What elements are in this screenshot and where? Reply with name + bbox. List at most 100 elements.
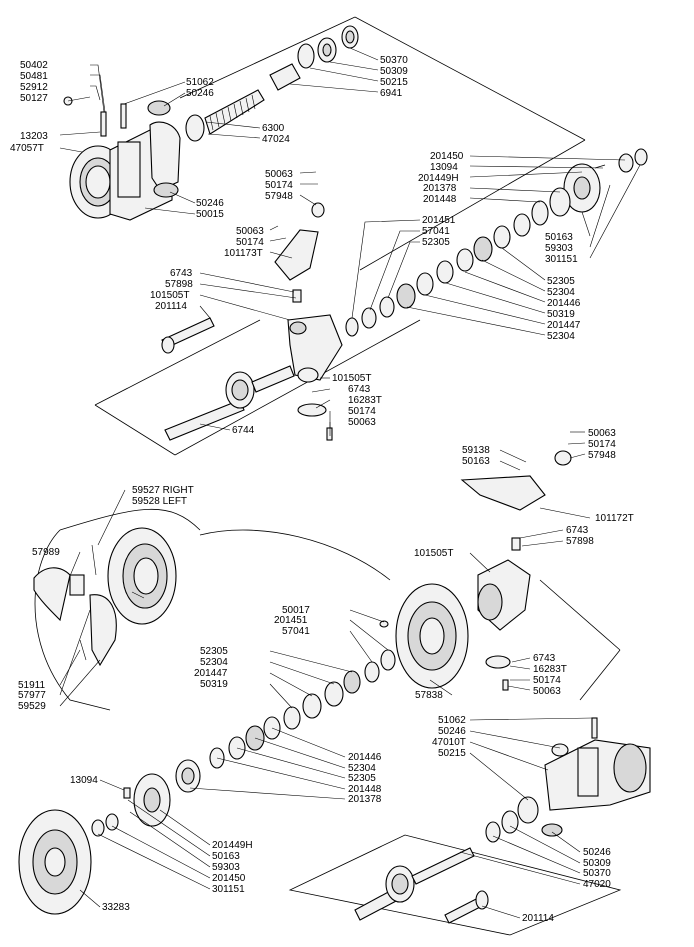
- label-201449H-mid: 201449H: [212, 840, 253, 851]
- label-50063-e: 50063: [533, 686, 561, 697]
- label-101505T-a: 101505T: [150, 290, 189, 301]
- middle-right-knuckle: [460, 450, 621, 701]
- label-57977: 57977: [18, 690, 46, 701]
- label-6743-d: 6743: [533, 653, 556, 664]
- middle-dust-shield: [379, 583, 469, 689]
- label-6941: 6941: [380, 88, 403, 99]
- top-shaft-spring: [185, 25, 359, 142]
- label-16283T-top: 16283T: [348, 395, 382, 406]
- label-201447-top: 201447: [547, 320, 581, 331]
- label-301151-top: 301151: [545, 254, 578, 265]
- part-labels: 50402 50481 52912 50127 13203 47057T 510…: [10, 55, 634, 924]
- label-101505T-b: 101505T: [332, 373, 371, 384]
- label-50319-top: 50319: [547, 309, 575, 320]
- label-50163-b: 50163: [462, 456, 490, 467]
- label-50215-top: 50215: [380, 77, 408, 88]
- top-drive-shaft: [161, 317, 295, 441]
- label-47020: 47020: [583, 879, 611, 890]
- brake-frame: [34, 508, 391, 711]
- label-16283T-mid: 16283T: [533, 664, 567, 675]
- label-201450-mid: 201450: [212, 873, 246, 884]
- label-201449H-top: 201449H: [418, 173, 459, 184]
- label-52912: 52912: [20, 82, 48, 93]
- label-101172T: 101172T: [595, 513, 634, 524]
- label-301151-mid: 301151: [212, 884, 245, 895]
- label-6743-c: 6743: [566, 525, 589, 536]
- top-axle-housing: [63, 96, 181, 221]
- label-201450-top: 201450: [430, 151, 464, 162]
- label-57898-a: 57898: [165, 279, 193, 290]
- label-59303-top: 59303: [545, 243, 573, 254]
- label-57838: 57838: [415, 690, 443, 701]
- label-50174-b: 50174: [236, 237, 264, 248]
- label-50063-a: 50063: [265, 169, 293, 180]
- brake-backing-plate: [33, 527, 177, 667]
- label-50163-top: 50163: [545, 232, 573, 243]
- label-57948-a: 57948: [265, 191, 293, 202]
- brake-drum: [18, 809, 92, 915]
- label-13094-mid: 13094: [70, 775, 98, 786]
- label-201448-top: 201448: [423, 194, 457, 205]
- label-50481: 50481: [20, 71, 48, 82]
- label-13094-top: 13094: [430, 162, 458, 173]
- label-201114-top: 201114: [155, 301, 187, 312]
- label-51911: 51911: [18, 680, 46, 691]
- label-50246-second: 50246: [196, 198, 224, 209]
- label-101173T: 101173T: [224, 248, 263, 259]
- label-201378-mid: 201378: [348, 794, 382, 805]
- top-steering-knuckle: [274, 202, 343, 441]
- label-51062-bottom: 51062: [438, 715, 466, 726]
- label-50174-c: 50174: [348, 406, 376, 417]
- label-50246-bottom-a: 50246: [438, 726, 466, 737]
- label-57989: 57989: [32, 547, 60, 558]
- label-201447-mid: 201447: [194, 668, 228, 679]
- label-50215-bottom: 50215: [438, 748, 466, 759]
- lower-hub-assembly: [91, 773, 171, 837]
- label-201378-top: 201378: [423, 183, 457, 194]
- label-52305-b: 52305: [547, 276, 575, 287]
- label-6300: 6300: [262, 123, 285, 134]
- label-47024: 47024: [262, 134, 290, 145]
- label-201114-bottom: 201114: [522, 913, 554, 924]
- label-50246-bottom-b: 50246: [583, 847, 611, 858]
- label-52304-a: 52304: [547, 287, 575, 298]
- label-52304-b: 52304: [547, 331, 575, 342]
- label-50163-c: 50163: [212, 851, 240, 862]
- label-50127: 50127: [20, 93, 48, 104]
- label-201446-top: 201446: [547, 298, 581, 309]
- label-52304-c: 52304: [200, 657, 228, 668]
- label-52305-c: 52305: [200, 646, 228, 657]
- label-57898-b: 57898: [566, 536, 594, 547]
- leader-lines: [59, 47, 641, 919]
- label-50370-bottom: 50370: [583, 868, 611, 879]
- label-50370-top: 50370: [380, 55, 408, 66]
- lower-right-housing: [485, 717, 651, 843]
- label-201446-mid: 201446: [348, 752, 382, 763]
- label-59528-left: 59528 LEFT: [132, 496, 187, 507]
- label-50017: 50017: [282, 605, 310, 616]
- top-assembly-frame: [94, 16, 586, 456]
- label-52305-top: 52305: [422, 237, 450, 248]
- label-6743-a: 6743: [170, 268, 193, 279]
- label-50063-c: 50063: [348, 417, 376, 428]
- label-50309-bottom: 50309: [583, 858, 611, 869]
- label-6744: 6744: [232, 425, 255, 436]
- label-59138: 59138: [462, 445, 490, 456]
- label-6743-b: 6743: [348, 384, 371, 395]
- label-50174-d: 50174: [588, 439, 616, 450]
- label-47010T: 47010T: [432, 737, 466, 748]
- label-50015: 50015: [196, 209, 224, 220]
- lower-drive-shaft: [288, 834, 622, 936]
- label-57041-mid: 57041: [282, 626, 310, 637]
- label-50063-b: 50063: [236, 226, 264, 237]
- label-50246-top: 50246: [186, 88, 214, 99]
- label-50319-mid: 50319: [200, 679, 228, 690]
- label-51062-top: 51062: [186, 77, 214, 88]
- label-47057T: 47057T: [10, 143, 44, 154]
- label-50402: 50402: [20, 60, 48, 71]
- label-50174-a: 50174: [265, 180, 293, 191]
- label-201448-mid: 201448: [348, 784, 382, 795]
- label-52305-d: 52305: [348, 773, 376, 784]
